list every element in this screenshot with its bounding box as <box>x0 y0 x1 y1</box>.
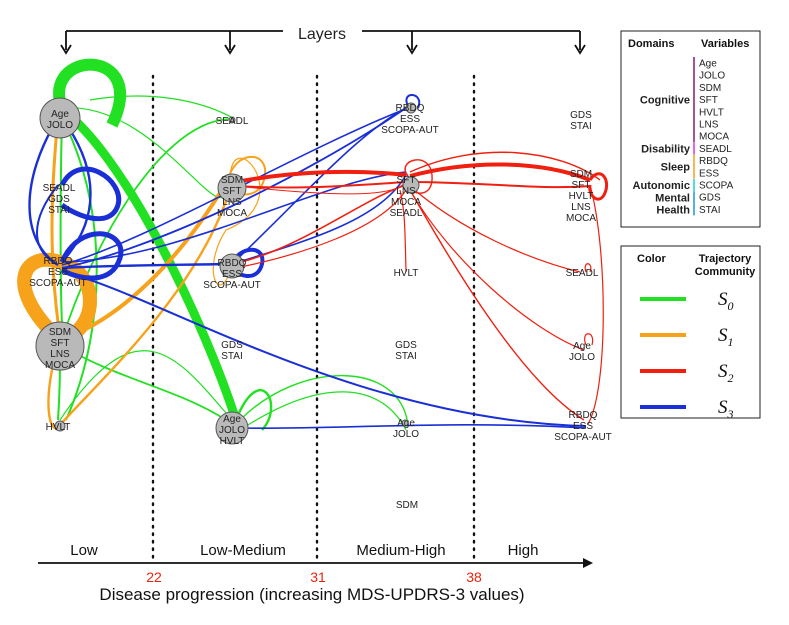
legend-domain-disability: Disability <box>641 143 691 155</box>
node-circle-l3-age <box>401 419 409 427</box>
legend-variable-gds: GDS <box>699 193 721 204</box>
segment-low-medium: Low-Medium <box>200 542 286 559</box>
legend-variable-jolo: JOLO <box>699 71 725 82</box>
legend-col-domains: Domains <box>628 38 674 50</box>
legend-col-variables: Variables <box>701 38 749 50</box>
node-l4-seadl: SEADL <box>566 268 599 279</box>
layer-arrow-2 <box>224 31 236 55</box>
community-s2-edges <box>231 151 609 425</box>
legend-domain-autonomic: Autonomic <box>633 180 690 192</box>
legend-variable-sft: SFT <box>699 95 718 106</box>
node-l1-hvlt: HVLT <box>46 422 71 433</box>
node-l2-seadl: SEADL <box>216 116 249 127</box>
legend-variable-moca: MOCA <box>699 132 729 143</box>
threshold-22: 22 <box>146 569 162 585</box>
threshold-38: 38 <box>466 569 482 585</box>
legend-variable-hvlt: HVLT <box>699 107 724 118</box>
node-l3-hvlt: HVLT <box>394 268 419 279</box>
node-circles <box>35 97 420 445</box>
node-circle-l2-rbdq <box>219 253 245 279</box>
legend-variable-scopa: SCOPA <box>699 181 734 192</box>
community-s3-edges <box>28 94 587 430</box>
node-l3-sdm: SDM <box>396 500 418 511</box>
axis-arrowhead <box>583 558 593 568</box>
node-circle-l2-seadl <box>228 116 236 124</box>
legend-variable-seadl: SEADL <box>699 144 732 155</box>
layer-separators <box>151 74 476 564</box>
s0-self-loop-age <box>53 58 126 128</box>
legend-domain-cognitive: Cognitive <box>640 95 690 107</box>
legend-variable-ess: ESS <box>699 168 719 179</box>
layers-title: Layers <box>298 26 346 43</box>
node-circle-l1-hvlt <box>54 420 66 432</box>
legend-variable-sdm: SDM <box>699 83 721 94</box>
node-circle-l2-age <box>215 411 249 445</box>
layer-arrow-3 <box>406 31 418 55</box>
legend-domain-sleep: Sleep <box>661 162 691 174</box>
legend-variable-rbdq: RBDQ <box>699 156 728 167</box>
node-circle-l2-cog <box>217 173 247 203</box>
progression-axis: Low Low-Medium Medium-High High 22 31 38… <box>38 542 593 604</box>
layer-arrow-1 <box>60 31 72 55</box>
node-circle-l3-cog <box>402 176 420 194</box>
segment-low: Low <box>70 542 98 559</box>
legend-variable-age: Age <box>699 59 717 70</box>
threshold-31: 31 <box>310 569 326 585</box>
legend-variable-stai: STAI <box>699 205 720 216</box>
node-circle-l1-cog <box>35 321 85 371</box>
segment-high: High <box>508 542 539 559</box>
layer-arrow-4 <box>574 31 586 55</box>
legend-col-color: Color <box>637 253 666 265</box>
node-circle-l1-age-jolo <box>39 97 81 139</box>
layers-header: Layers <box>60 26 586 55</box>
legend-variable-lns: LNS <box>699 120 719 131</box>
s1-self-loop-cog <box>17 253 97 347</box>
node-circle-l3-rbdq <box>405 102 417 114</box>
segment-medium-high: Medium-High <box>356 542 445 559</box>
axis-title: Disease progression (increasing MDS-UPDR… <box>99 585 524 604</box>
